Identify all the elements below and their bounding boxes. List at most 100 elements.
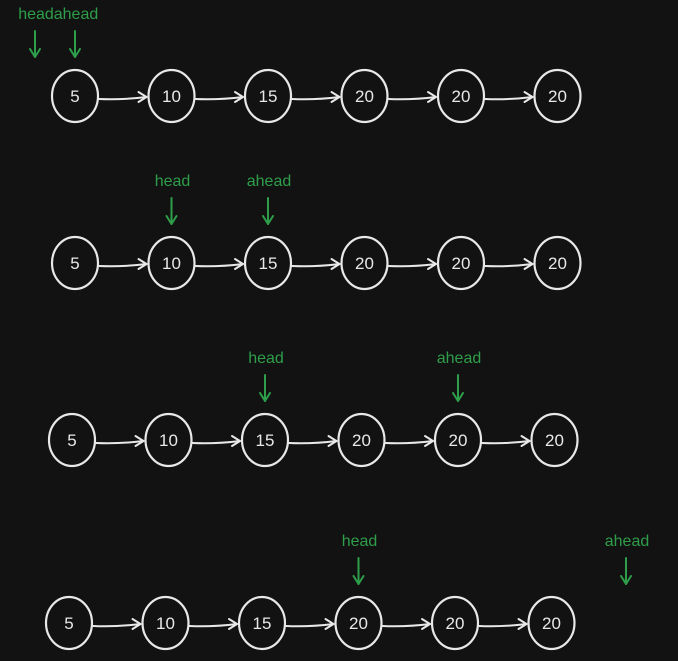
- node-value: 20: [355, 87, 374, 106]
- node-value: 15: [256, 431, 275, 450]
- list-node: 20: [527, 595, 576, 651]
- list-node: 15: [243, 68, 293, 124]
- node-value: 5: [70, 254, 79, 273]
- next-arrow: [484, 91, 534, 103]
- node-value: 5: [70, 87, 79, 106]
- node-value: 10: [162, 254, 181, 273]
- pointer-label: head: [248, 350, 284, 367]
- list-row-2: 5 10 15 20 20 20 head ahead: [50, 173, 582, 291]
- pointer-label: ahead: [437, 350, 482, 367]
- next-arrow: [387, 91, 437, 103]
- list-node: 15: [237, 595, 287, 651]
- list-node: 20: [533, 235, 582, 291]
- node-value: 15: [259, 254, 278, 273]
- list-node: 5: [50, 68, 100, 124]
- node-value: 20: [548, 87, 567, 106]
- next-arrow: [92, 618, 142, 630]
- pointer-ahead: ahead: [605, 533, 650, 585]
- node-circle: [147, 68, 196, 124]
- node-value: 20: [452, 87, 471, 106]
- list-node: 20: [436, 68, 486, 124]
- pointer-ahead: ahead: [437, 350, 482, 402]
- list-node: 20: [530, 412, 579, 468]
- node-value: 20: [548, 254, 567, 273]
- node-circle: [44, 595, 94, 651]
- node-value: 20: [446, 614, 465, 633]
- node-circle: [147, 235, 196, 291]
- pointer-label: ahead: [54, 6, 99, 23]
- list-node: 20: [433, 412, 483, 468]
- list-node: 10: [147, 235, 196, 291]
- list-node: 20: [340, 68, 389, 124]
- node-circle: [337, 412, 386, 468]
- pointer-ahead: ahead: [54, 6, 99, 58]
- next-arrow: [484, 258, 534, 270]
- node-circle: [530, 412, 579, 468]
- list-node: 5: [50, 235, 100, 291]
- pointer-ahead: ahead: [247, 173, 292, 225]
- node-value: 20: [545, 431, 564, 450]
- pointer-head: head: [155, 173, 190, 225]
- node-value: 15: [259, 87, 278, 106]
- node-value: 20: [352, 431, 371, 450]
- list-node: 5: [44, 595, 94, 651]
- node-value: 20: [542, 614, 561, 633]
- list-node: 15: [240, 412, 290, 468]
- pointer-label: ahead: [247, 173, 292, 190]
- node-value: 5: [64, 614, 73, 633]
- pointer-label: head: [342, 533, 378, 550]
- node-circle: [50, 235, 100, 291]
- node-circle: [141, 595, 190, 651]
- node-value: 20: [449, 431, 468, 450]
- node-circle: [334, 595, 383, 651]
- next-arrow: [381, 618, 431, 630]
- node-circle: [243, 235, 293, 291]
- pointer-label: ahead: [605, 533, 650, 550]
- list-node: 15: [243, 235, 293, 291]
- pointer-head: head: [248, 350, 284, 402]
- list-node: 10: [144, 412, 193, 468]
- next-arrow: [387, 258, 437, 270]
- node-circle: [527, 595, 576, 651]
- node-value: 20: [349, 614, 368, 633]
- node-circle: [144, 412, 193, 468]
- node-circle: [436, 68, 486, 124]
- node-circle: [436, 235, 486, 291]
- next-arrow: [95, 435, 145, 447]
- list-row-4: 5 10 15 20 20 20 head ahead: [44, 533, 650, 651]
- list-row-3: 5 10 15 20 20 20 head ahead: [47, 350, 579, 468]
- node-value: 10: [162, 87, 181, 106]
- list-node: 20: [430, 595, 480, 651]
- node-circle: [50, 68, 100, 124]
- node-value: 10: [159, 431, 178, 450]
- list-node: 5: [47, 412, 97, 468]
- next-arrow: [98, 258, 148, 270]
- next-arrow: [288, 435, 338, 447]
- next-arrow: [191, 435, 241, 447]
- node-circle: [340, 235, 389, 291]
- node-value: 10: [156, 614, 175, 633]
- next-arrow: [285, 618, 335, 630]
- node-circle: [240, 412, 290, 468]
- next-arrow: [291, 91, 341, 103]
- pointer-label: head: [18, 6, 54, 23]
- node-circle: [47, 412, 97, 468]
- pointer-head: head: [18, 6, 54, 58]
- next-arrow: [384, 435, 434, 447]
- node-circle: [430, 595, 480, 651]
- pointer-head: head: [342, 533, 378, 585]
- list-node: 10: [147, 68, 196, 124]
- node-value: 20: [355, 254, 374, 273]
- next-arrow: [291, 258, 341, 270]
- next-arrow: [188, 618, 238, 630]
- node-circle: [237, 595, 287, 651]
- list-node: 10: [141, 595, 190, 651]
- node-circle: [340, 68, 389, 124]
- list-node: 20: [334, 595, 383, 651]
- list-node: 20: [533, 68, 582, 124]
- node-circle: [433, 412, 483, 468]
- list-node: 20: [340, 235, 389, 291]
- list-node: 20: [436, 235, 486, 291]
- node-value: 15: [253, 614, 272, 633]
